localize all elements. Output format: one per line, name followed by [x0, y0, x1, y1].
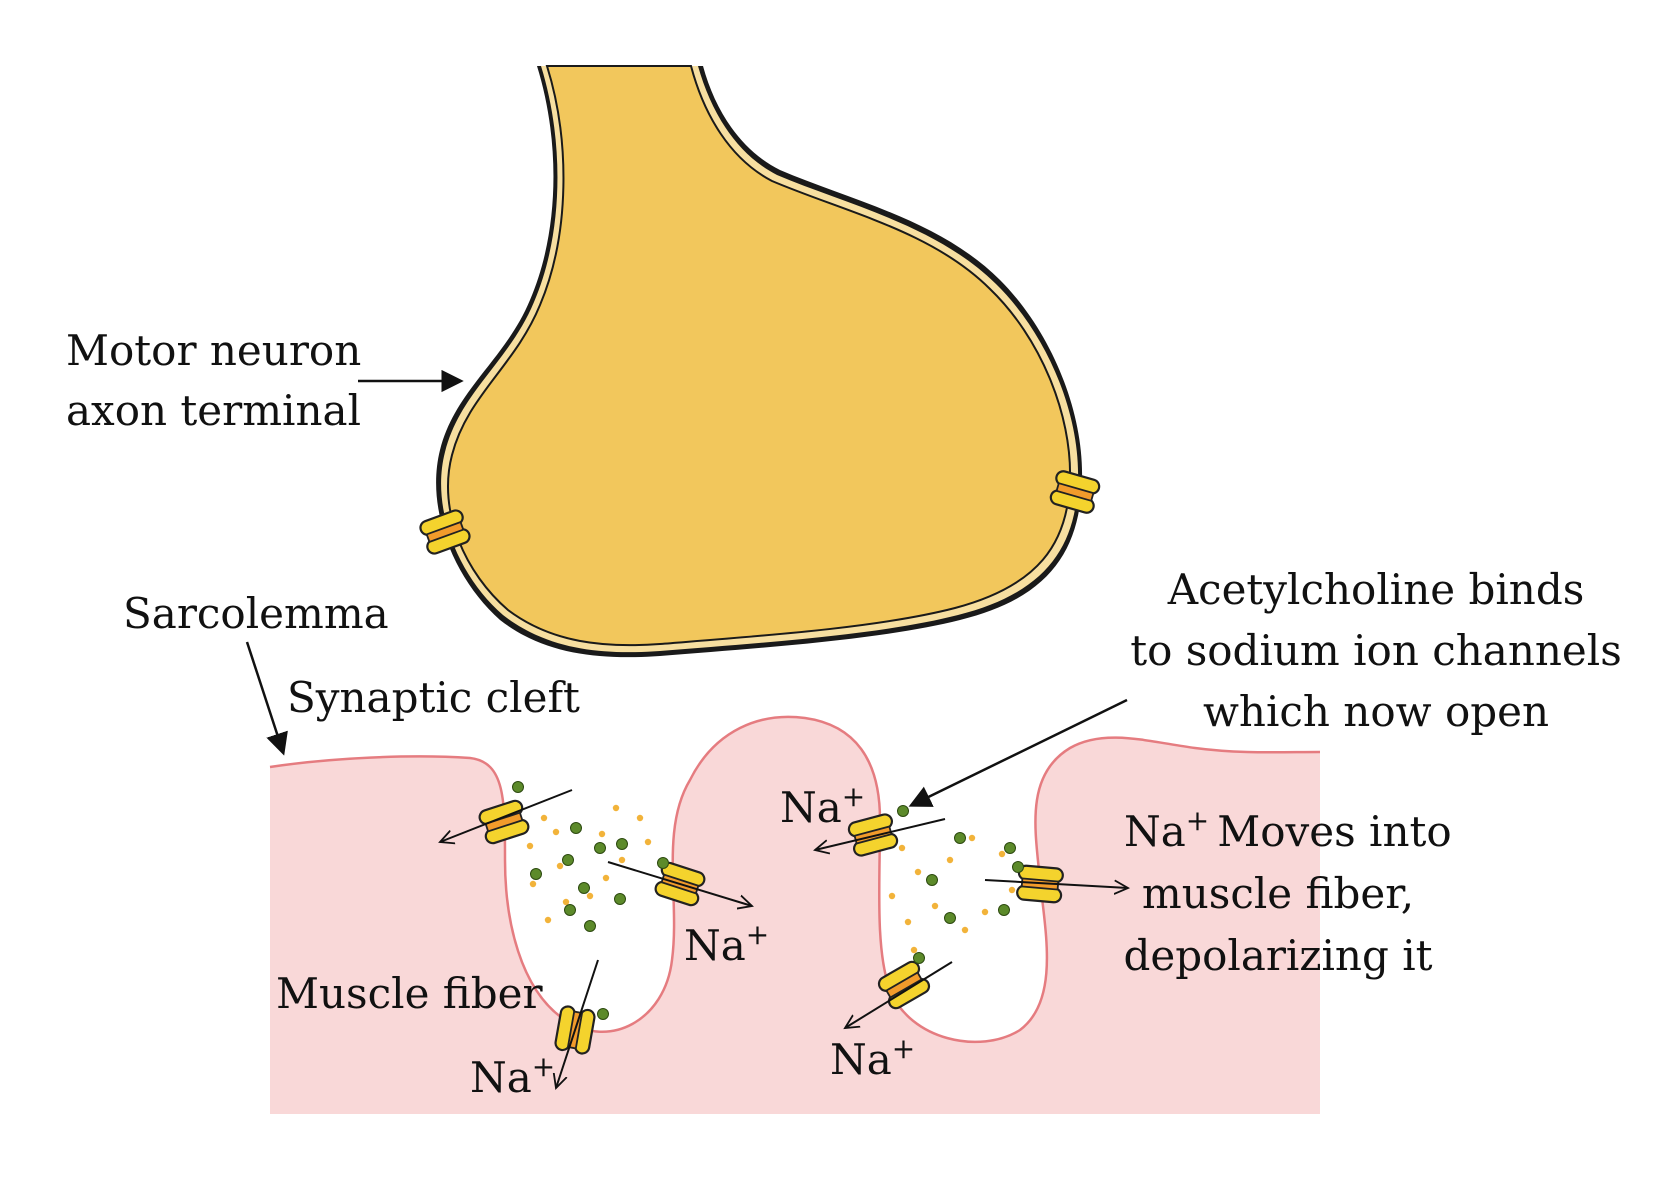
arrow-icon — [440, 789, 573, 842]
muscle-fiber-shape — [270, 716, 1320, 1114]
sarcolemma-label: Sarcolemma — [123, 589, 389, 638]
arrow-icon — [845, 961, 953, 1028]
acetylcholine-pointer-arrow — [908, 698, 1128, 807]
acetylcholine-bound — [1012, 861, 1024, 873]
motor-neuron-label-line1: Motor neuron — [66, 326, 361, 375]
acetylcholine-bound — [597, 1008, 609, 1020]
sodium-ion-label: Na+ — [830, 1032, 915, 1084]
acetylcholine-particles — [888, 832, 1016, 954]
acetylcholine-bound — [657, 857, 669, 869]
acetylcholine-bound — [897, 805, 909, 817]
sodium-ion-label: Na+ — [684, 918, 769, 970]
acetylcholine-label-line1: Acetylcholine binds — [1167, 565, 1585, 614]
motor-neuron-label-line2: axon terminal — [66, 386, 361, 435]
synaptic-cleft-label: Synaptic cleft — [287, 673, 580, 722]
arrow-icon — [556, 959, 599, 1088]
acetylcholine-bound — [913, 952, 925, 964]
acetylcholine-particles — [526, 804, 652, 932]
acetylcholine-label-line3: which now open — [1203, 687, 1549, 736]
sodium-flow-arrows — [440, 789, 1128, 1088]
acetylcholine-label-line2: to sodium ion channels — [1130, 626, 1622, 675]
arrow-icon — [815, 818, 946, 850]
sodium-moves-label-line3: depolarizing it — [1123, 931, 1432, 980]
sodium-moves-label-line1: Na+Moves into — [1124, 804, 1452, 856]
muscle-fiber-label: Muscle fiber — [276, 969, 544, 1018]
sarcolemma-pointer-arrow — [245, 641, 288, 756]
sodium-moves-label-line2: muscle fiber, — [1142, 869, 1414, 918]
axon-terminal-body — [447, 65, 1072, 647]
sodium-ion-label: Na+ — [470, 1050, 555, 1102]
acetylcholine-bound — [512, 781, 524, 793]
arrow-icon — [984, 879, 1128, 888]
sarcolemma-membrane — [269, 715, 1321, 1043]
arrow-icon — [607, 861, 752, 906]
sodium-ion-label: Na+ — [780, 780, 865, 832]
